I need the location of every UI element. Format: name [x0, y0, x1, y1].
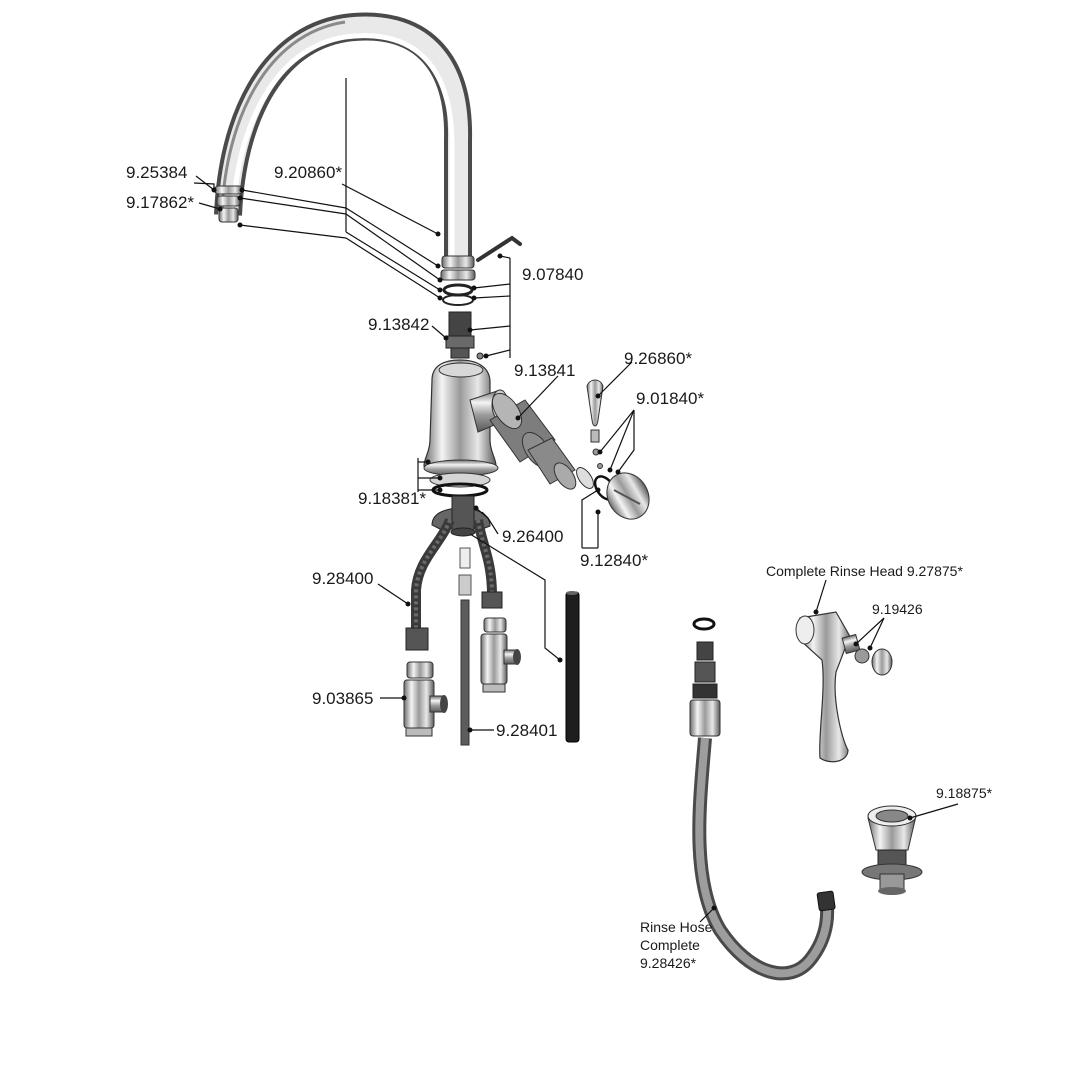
rinse-hose	[689, 617, 836, 981]
tee-fittings	[403, 617, 521, 737]
allen-key	[476, 235, 522, 262]
label-rinse-hose-line1: Rinse Hose	[640, 919, 713, 935]
label-9-28400: 9.28400	[312, 569, 373, 588]
label-9-13842: 9.13842	[368, 315, 429, 334]
label-9-18875: 9.18875*	[936, 785, 993, 801]
outlet-rings	[214, 185, 243, 223]
label-9-12840: 9.12840*	[580, 551, 648, 570]
label-rinse-hose-line2: Complete	[640, 937, 700, 953]
label-9-18381: 9.18381*	[358, 489, 426, 508]
label-9-28401: 9.28401	[496, 721, 557, 740]
label-9-01840: 9.01840*	[636, 389, 704, 408]
label-9-03865: 9.03865	[312, 689, 373, 708]
spout-base-rings	[440, 255, 476, 306]
rinse-head	[795, 611, 893, 763]
label-9-20860: 9.20860*	[274, 163, 342, 182]
label-9-17862: 9.17862*	[126, 193, 194, 212]
label-9-25384: 9.25384	[126, 163, 187, 182]
label-9-13841: 9.13841	[514, 361, 575, 380]
cartridge	[445, 311, 484, 360]
label-complete-rinse-head: Complete Rinse Head 9.27875*	[766, 563, 963, 579]
label-9-26860: 9.26860*	[624, 349, 692, 368]
label-9-26400: 9.26400	[502, 527, 563, 546]
supply-hoses	[405, 517, 580, 746]
mounting-hardware	[431, 495, 491, 537]
part-labels: 9.25384 9.17862* 9.20860* 9.07840 9.1384…	[126, 163, 993, 971]
label-rinse-hose-line3: 9.28426*	[640, 955, 697, 971]
leader-lines	[193, 78, 959, 923]
spray-holder	[861, 805, 923, 895]
label-9-19426: 9.19426	[872, 601, 923, 617]
handle-assembly	[489, 379, 650, 520]
spout	[214, 12, 473, 262]
label-9-07840: 9.07840	[522, 265, 583, 284]
